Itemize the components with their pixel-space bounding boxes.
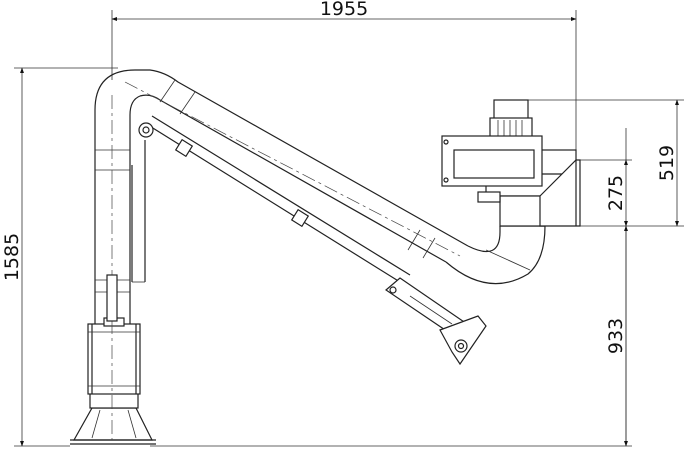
dimension-fan-height: 519 xyxy=(520,99,684,227)
hose-lower-section xyxy=(87,317,141,395)
arm-upper-section xyxy=(124,69,469,283)
dimension-height-total: 1585 xyxy=(1,67,118,447)
joint-assembly xyxy=(385,277,487,366)
dimension-height-total-label: 1585 xyxy=(1,233,23,281)
dimension-width: 1955 xyxy=(111,0,577,160)
dimension-bracket-height: 275 xyxy=(580,128,632,446)
dimension-fan-height-label: 519 xyxy=(656,145,678,181)
suction-hood xyxy=(70,391,156,445)
arm-lower-elbow xyxy=(445,225,546,285)
dimension-bracket-height-label: 275 xyxy=(605,175,627,211)
dimension-width-label: 1955 xyxy=(320,0,368,20)
dimension-mount-height-label: 933 xyxy=(605,318,627,354)
dimension-mount-height: 933 xyxy=(150,225,632,447)
arm-vertical-tube xyxy=(94,69,146,440)
fan-unit xyxy=(441,99,581,227)
